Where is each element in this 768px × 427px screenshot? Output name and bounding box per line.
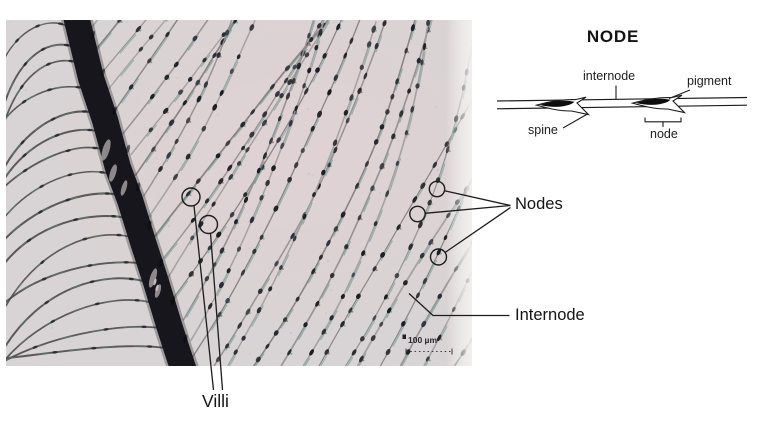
- scale-bar-marker: [402, 334, 406, 339]
- diagram-label-internode: internode: [583, 69, 636, 83]
- scale-bar-label: 100 µm: [408, 335, 437, 345]
- micrograph-edge-fade: [446, 20, 472, 366]
- micrograph-shaft: [60, 20, 199, 366]
- diagram-title: NODE: [586, 27, 640, 46]
- scale-bar: 100 µm: [402, 334, 453, 355]
- label-villi: Villi: [202, 391, 229, 411]
- schematic-pigment-mass-2: [636, 98, 671, 105]
- label-internode: Internode: [515, 306, 585, 324]
- schematic-strand-bottom: [496, 104, 748, 110]
- diagram-label-node: node: [650, 127, 678, 141]
- schematic-node-capsule-1: [534, 96, 591, 116]
- diagram-label-spine: spine: [528, 123, 558, 137]
- schematic-leader-spine: [562, 113, 588, 129]
- label-nodes: Nodes: [515, 195, 563, 213]
- schematic-node-capsule-2: [630, 94, 687, 114]
- diagram-label-pigment: pigment: [687, 74, 732, 88]
- schematic-strand-top: [496, 96, 748, 102]
- schematic-leader-pigment: [668, 89, 691, 100]
- feather-micrograph: 100 µm: [6, 20, 472, 366]
- schematic-node-bracket: [644, 117, 682, 127]
- schematic-pigment-mass-1: [540, 100, 575, 107]
- node-schematic: [496, 85, 748, 129]
